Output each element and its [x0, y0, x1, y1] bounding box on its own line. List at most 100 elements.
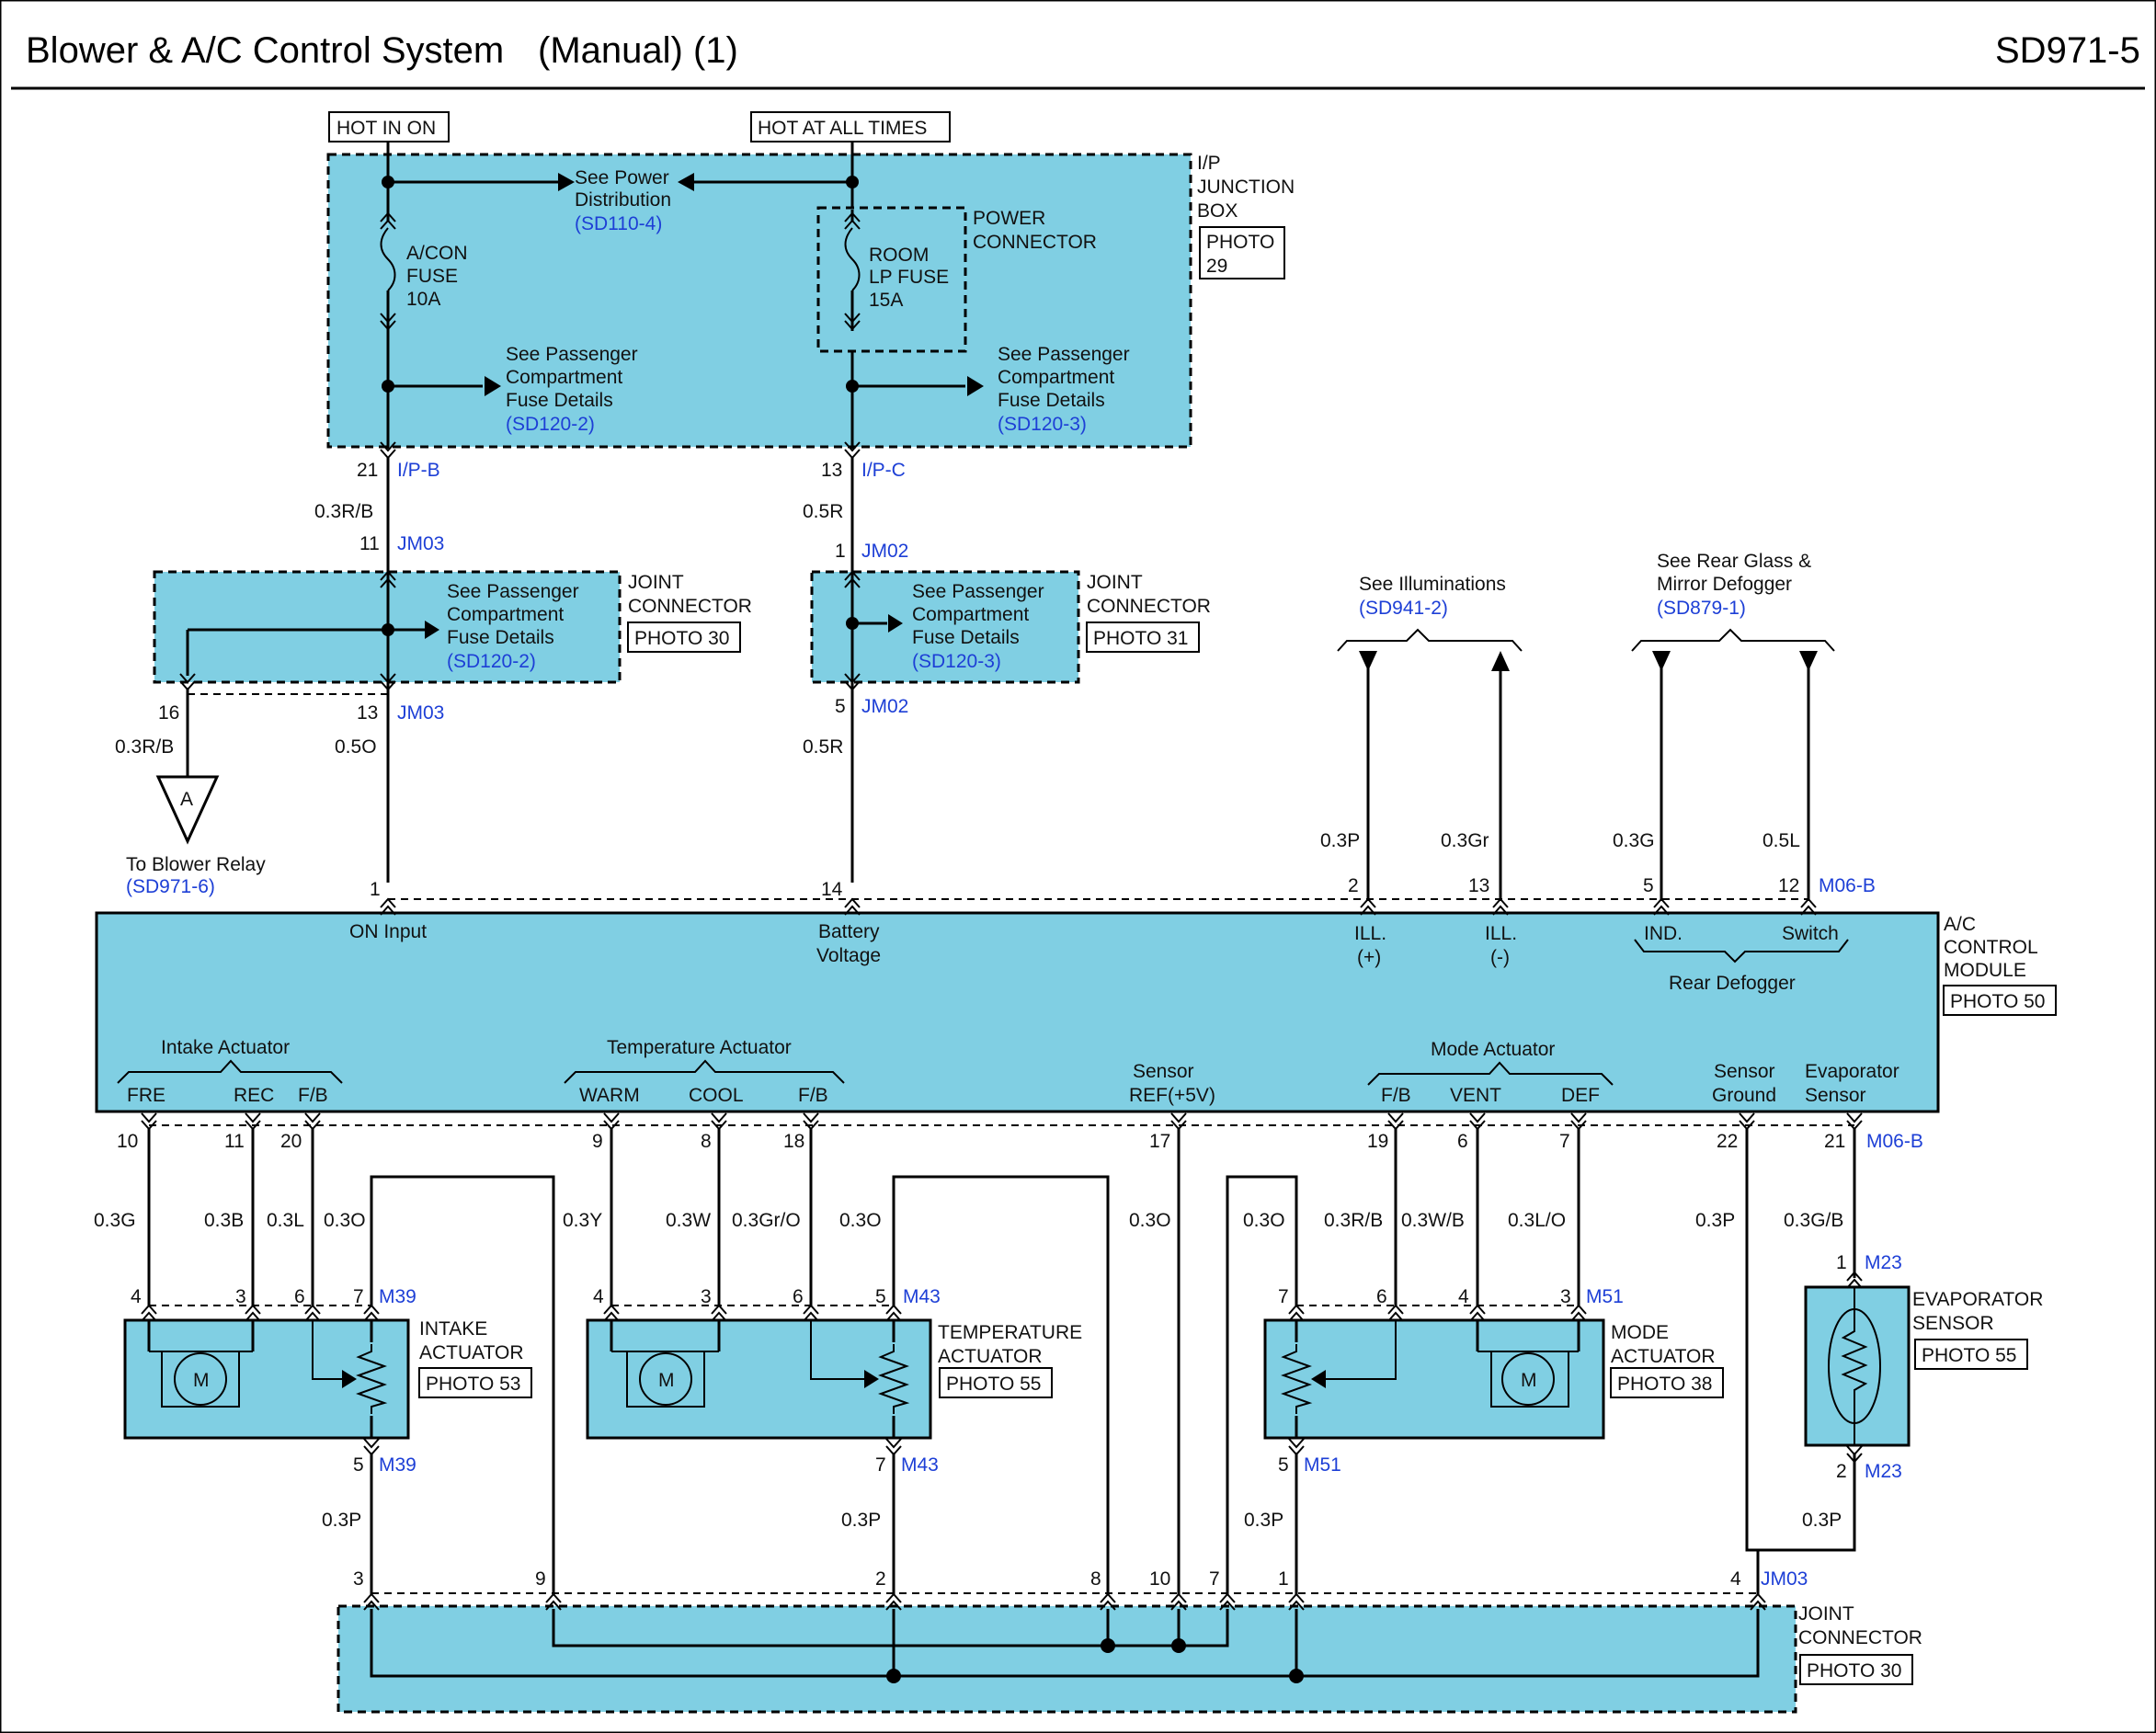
module-battery-2: Voltage [816, 945, 881, 966]
offpage-triangle-icon [155, 775, 220, 845]
pin-label: 19 [1367, 1131, 1388, 1152]
pin-label: 6 [1376, 1286, 1387, 1307]
arrow-left-icon [678, 173, 694, 191]
temp-name-1: TEMPERATURE [938, 1322, 1082, 1343]
room-fuse-1: ROOM [869, 245, 929, 266]
pin-label: 13 [1468, 875, 1489, 896]
joint-name-1: JOINT [1087, 572, 1143, 593]
spc-a-2: Compartment [506, 367, 622, 388]
motor-label: M [1521, 1370, 1537, 1391]
pin-label: 9 [535, 1568, 546, 1590]
arrow-right-icon [888, 614, 903, 633]
pin-label: 5 [835, 696, 846, 717]
pin-label: 7 [1559, 1131, 1570, 1152]
ipjb-name-1: I/P [1197, 153, 1221, 174]
pin-label: 7 [875, 1454, 886, 1476]
evap-name-1: EVAPORATOR [1912, 1289, 2043, 1310]
pin-label: 5 [1643, 875, 1654, 896]
motor-icon [174, 1352, 227, 1406]
joint-name-2: CONNECTOR [1087, 596, 1211, 617]
spc-d-1: See Passenger [912, 581, 1044, 602]
module-name-2: CONTROL [1944, 937, 2038, 958]
spc-d-ref: (SD120-3) [912, 651, 1001, 672]
connector-m23: M23 [1865, 1252, 1902, 1273]
mode-name-2: ACTUATOR [1611, 1346, 1716, 1367]
wire-label: 0.3G [94, 1210, 136, 1231]
spc-c-3: Fuse Details [447, 627, 554, 648]
joint-connector-jm03-upper: See Passenger Compartment Fuse Details (… [153, 458, 752, 883]
joint-name-2: CONNECTOR [1798, 1627, 1922, 1648]
ip-junction-box: HOT IN ON HOT AT ALL TIMES I/P JUNCTION … [326, 111, 1295, 449]
intake-actuator-body [123, 1318, 410, 1440]
motor-label: M [658, 1370, 675, 1391]
joint-name-1: JOINT [1798, 1603, 1854, 1625]
module-evap-2: Sensor [1805, 1085, 1866, 1106]
arrow-up-icon [1491, 651, 1510, 671]
acon-fuse-1: A/CON [406, 243, 468, 264]
module-fre: FRE [127, 1085, 165, 1106]
pin-label: 14 [821, 879, 843, 900]
spc-d-2: Compartment [912, 604, 1029, 625]
pin-label: 11 [224, 1131, 245, 1152]
pin-label: 2 [1836, 1461, 1847, 1482]
pin-label: 22 [1717, 1131, 1738, 1152]
wire-label: 0.3R/B [115, 736, 174, 758]
page-subtitle: (Manual) (1) [538, 30, 738, 71]
pin-label: 3 [701, 1286, 712, 1307]
ipjb-photo-text-1: PHOTO [1206, 232, 1274, 253]
illum-ref-text: See Illuminations [1359, 574, 1506, 595]
wire-label: 0.3Y [563, 1210, 602, 1231]
wire-label: 0.3L [267, 1210, 304, 1231]
spc-b-2: Compartment [998, 367, 1114, 388]
connector-jm03: JM03 [1761, 1568, 1808, 1590]
pin-label: 5 [1278, 1454, 1289, 1476]
temp-photo: PHOTO 55 [946, 1374, 1041, 1395]
module-ill-plus: ILL. [1354, 923, 1386, 944]
power-conn-2: CONNECTOR [973, 232, 1097, 253]
connector-m06b: M06-B [1819, 875, 1876, 896]
connector-jm02: JM02 [861, 696, 908, 717]
spc-c-2: Compartment [447, 604, 564, 625]
pin-label: 3 [353, 1568, 364, 1590]
wire-label: 0.3P [1244, 1510, 1283, 1531]
joint-connector-jm02: See Passenger Compartment Fuse Details (… [810, 458, 1211, 883]
acon-fuse-2: FUSE [406, 266, 458, 287]
pin-label: 4 [1730, 1568, 1741, 1590]
module-temp-actuator: Temperature Actuator [607, 1037, 792, 1058]
arrow-down-icon [1799, 651, 1818, 671]
module-bottom-pins [141, 1112, 1863, 1130]
arrow-down-icon [1652, 651, 1671, 671]
connector-m43: M43 [903, 1286, 941, 1307]
arrow-right-icon [864, 1370, 879, 1388]
connector-m51: M51 [1304, 1454, 1341, 1476]
pin-label: 7 [1278, 1286, 1289, 1307]
defog-ref-1: See Rear Glass & [1657, 551, 1811, 572]
pin-label: 13 [821, 460, 842, 481]
room-lp-fuse-icon [843, 210, 861, 331]
spc-b-1: See Passenger [998, 344, 1130, 365]
wire-label: 0.3P [1802, 1510, 1842, 1531]
module-def: DEF [1561, 1085, 1600, 1106]
pin-label: 3 [235, 1286, 246, 1307]
ac-control-module-body [95, 911, 1940, 1113]
joint-photo-30: PHOTO 30 [1807, 1660, 1901, 1682]
module-minus: (-) [1490, 947, 1510, 968]
arrow-left-icon [1311, 1370, 1326, 1388]
pin-label: 4 [1458, 1286, 1469, 1307]
pin-label: 1 [835, 541, 846, 562]
spc-a-3: Fuse Details [506, 390, 613, 411]
evap-photo: PHOTO 55 [1922, 1345, 2016, 1366]
module-intake-actuator: Intake Actuator [161, 1037, 290, 1058]
spc-a-1: See Passenger [506, 344, 638, 365]
wire-label: 0.3R/B [314, 501, 373, 522]
module-plus: (+) [1357, 947, 1381, 968]
ipjb-name-3: BOX [1197, 200, 1238, 222]
module-ill-minus: ILL. [1485, 923, 1517, 944]
connector-jm03: JM03 [397, 533, 444, 554]
arrow-right-icon [425, 621, 439, 639]
module-mode-actuator: Mode Actuator [1431, 1039, 1555, 1060]
pin-label: 8 [701, 1131, 712, 1152]
module-switch: Switch [1782, 923, 1839, 944]
hot-at-all-times-text: HOT AT ALL TIMES [758, 118, 927, 139]
acon-fuse-3: 10A [406, 289, 440, 310]
